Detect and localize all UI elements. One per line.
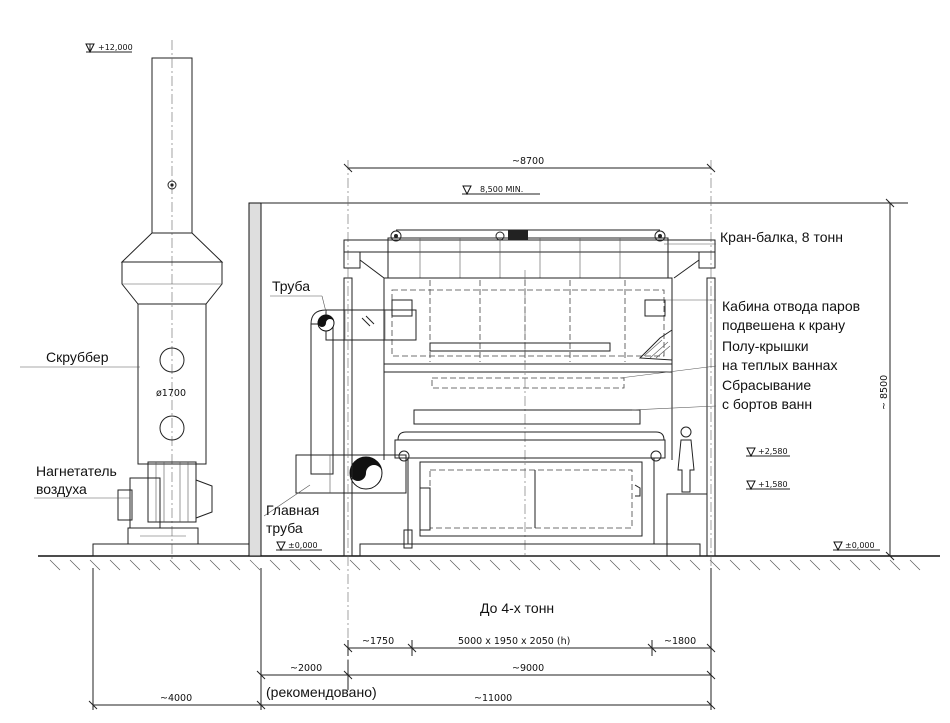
level-zero-right: ±0,000: [845, 541, 875, 550]
building: [248, 202, 908, 557]
worker-platform: [666, 426, 708, 557]
dim-9000: ~9000: [512, 663, 544, 674]
level-marker-zero-right: [833, 541, 880, 552]
dim-bath-size: 5000 x 1950 x 2050 (h): [458, 636, 570, 647]
level-marker-zero-left: [276, 541, 322, 552]
label-drop-line2: с бортов ванн: [722, 396, 812, 412]
level-marker-crane: [462, 185, 540, 196]
label-blower-line2: воздуха: [36, 481, 87, 497]
dimension-lines: [88, 163, 895, 710]
label-half-lids-line2: на теплых ваннах: [722, 357, 837, 373]
level-marker-1580: [746, 480, 790, 491]
dim-diameter: ø1700: [156, 388, 186, 399]
crane-structure: [343, 160, 716, 660]
label-main-pipe-line1: Главная: [266, 502, 319, 518]
label-load: До 4-х тонн: [480, 600, 554, 616]
label-blower-line1: Нагнетатель: [36, 463, 117, 479]
level-crane-min: 8,500 MIN.: [480, 185, 523, 194]
dim-2000: ~2000: [290, 663, 322, 674]
label-main-pipe-line2: труба: [266, 520, 303, 536]
scrubber-window-upper: [159, 347, 185, 373]
level-zero-left: ±0,000: [288, 541, 318, 550]
dim-11000: ~11000: [474, 693, 512, 704]
label-cabin-line1: Кабина отвода паров: [722, 298, 860, 314]
level-2580: +2,580: [758, 447, 788, 456]
dim-width-top: ~8700: [512, 156, 544, 167]
label-drop-line1: Сбрасывание: [722, 377, 811, 393]
level-marker-top: [85, 43, 132, 54]
level-stack-top: +12,000: [98, 43, 133, 52]
label-scrubber: Скруббер: [46, 349, 109, 365]
dim-1800: ~1800: [664, 636, 696, 647]
dim-4000: ~4000: [160, 693, 192, 704]
label-crane: Кран-балка, 8 тонн: [720, 229, 843, 245]
level-marker-2580: [746, 447, 790, 458]
scrubber: [92, 40, 254, 560]
blower: [117, 461, 213, 545]
scrubber-window-lower: [159, 415, 185, 441]
pipes: [295, 309, 417, 494]
bath: [359, 431, 701, 557]
level-1580: +1,580: [758, 480, 788, 489]
dim-height-right: ~ 8500: [879, 375, 890, 410]
dim-1750: ~1750: [362, 636, 394, 647]
label-recommended: (рекомендовано): [266, 684, 377, 700]
label-half-lids-line1: Полу-крышки: [722, 338, 809, 354]
label-cabin-line2: подвешена к крану: [722, 317, 845, 333]
label-pipe: Труба: [272, 278, 310, 294]
ground: [38, 555, 940, 571]
leader-lines: [20, 243, 717, 517]
